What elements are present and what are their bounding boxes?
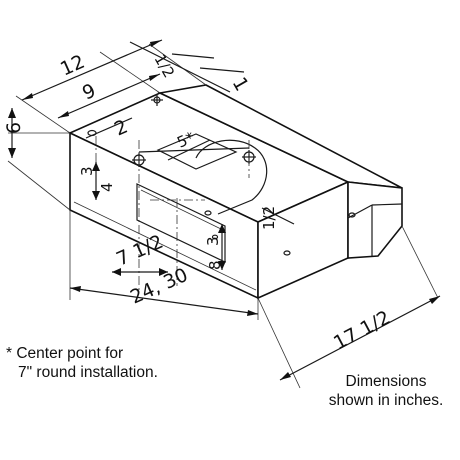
dimension-lines <box>7 39 441 389</box>
label-depth-total: 12 <box>57 51 88 81</box>
label-length: 17 1/2 <box>330 306 394 354</box>
center-point-note: * Center point for 7" round installation… <box>6 344 206 382</box>
hood-rear-flange <box>347 181 403 259</box>
label-height: 6 <box>3 122 25 134</box>
units-note-line1: Dimensions <box>345 373 427 390</box>
label-damper-height-num: 3 <box>78 166 96 176</box>
units-note: Dimensions shown in inches. <box>312 372 460 410</box>
hood-body <box>68 84 403 300</box>
label-side-half: 1/2 <box>260 206 278 230</box>
label-front-eight: 8 <box>206 260 224 270</box>
center-lines <box>95 136 250 290</box>
round-duct-cutout <box>195 139 268 215</box>
rectangular-duct-cutout <box>156 133 238 170</box>
label-center-offset: 5* <box>174 128 197 152</box>
label-damper-height-den: 4 <box>98 182 116 192</box>
units-note-line2: shown in inches. <box>328 392 444 409</box>
center-point-note-line1: * Center point for <box>6 345 124 362</box>
dimension-arrows <box>8 40 440 380</box>
center-point-note-line2: 7" round installation. <box>18 364 158 381</box>
label-front-three: 3 <box>204 236 222 246</box>
label-depth-inner: 9 <box>79 80 99 105</box>
label-top-offset-one: 1 <box>228 74 253 95</box>
